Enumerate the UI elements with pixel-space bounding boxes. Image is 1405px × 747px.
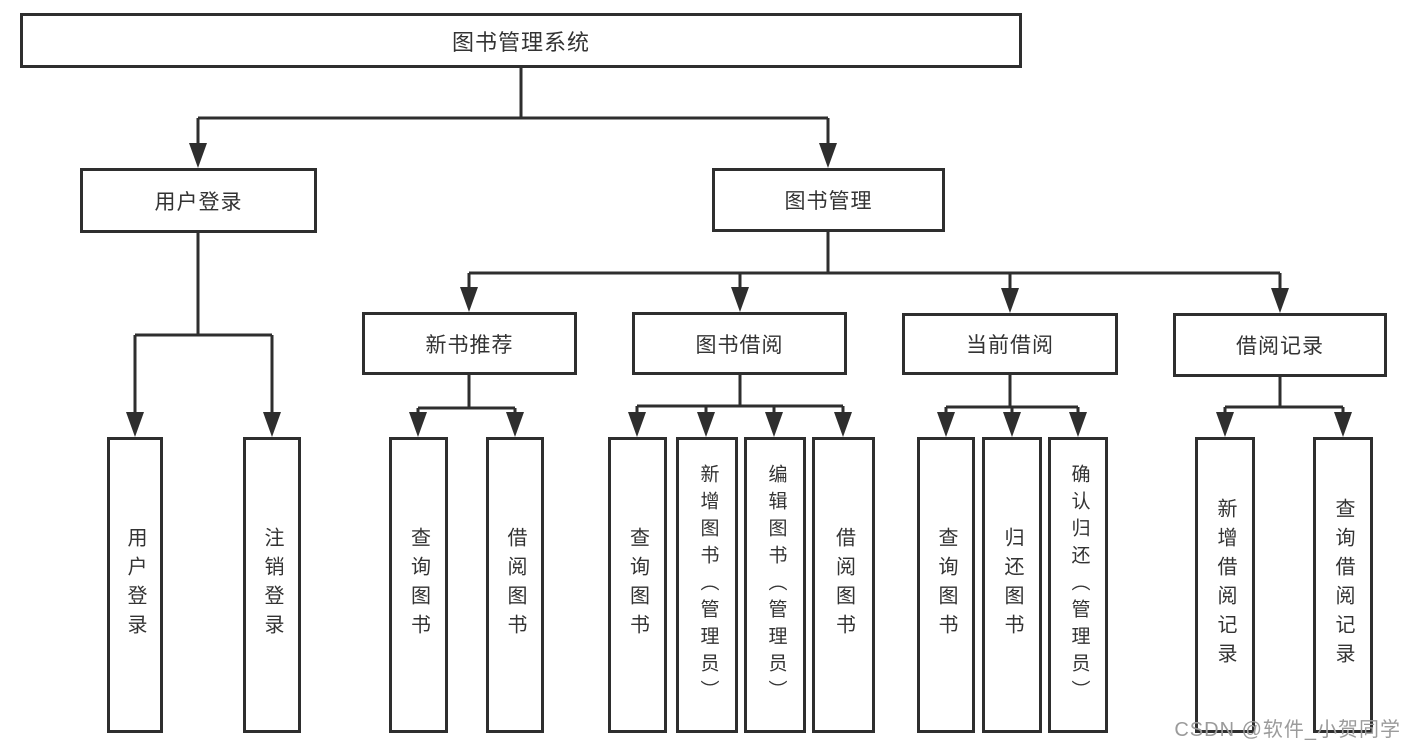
node-label: 图书借阅 [695, 333, 784, 357]
node-label: 编辑图书（管理员） [765, 463, 787, 707]
node-label: 用户登录 [154, 190, 243, 214]
leaf-query-books: 查询图书 [917, 437, 975, 733]
node-label: 借阅图书 [504, 527, 526, 643]
node-label: 图书管理 [784, 190, 873, 213]
node-library-management-system: 图书管理系统 [20, 13, 1022, 68]
leaf-query-books: 查询图书 [608, 437, 667, 733]
node-label: 借阅图书 [832, 527, 855, 643]
node-book-borrowing: 图书借阅 [632, 312, 847, 375]
leaf-confirm-return-admin: 确认归还（管理员） [1048, 437, 1108, 733]
node-label: 查询借阅记录 [1332, 498, 1354, 672]
node-label: 用户登录 [124, 527, 146, 643]
leaf-query-books: 查询图书 [389, 437, 448, 733]
arrowheads [126, 143, 1352, 437]
leaf-edit-books-admin: 编辑图书（管理员） [744, 437, 806, 733]
leaf-borrow-books: 借阅图书 [486, 437, 544, 733]
leaf-return-books: 归还图书 [982, 437, 1042, 733]
node-label: 查询图书 [935, 527, 957, 643]
node-book-management: 图书管理 [712, 168, 945, 232]
node-label: 新书推荐 [425, 333, 514, 357]
node-label: 当前借阅 [966, 334, 1054, 357]
node-label: 查询图书 [626, 527, 649, 643]
node-label: 注销登录 [261, 527, 283, 643]
node-label: 新增图书（管理员） [697, 463, 719, 707]
node-label: 确认归还（管理员） [1068, 463, 1090, 707]
leaf-user-login: 用户登录 [107, 437, 163, 733]
node-label: 图书管理系统 [451, 29, 590, 55]
node-label: 查询图书 [407, 527, 430, 643]
node-label: 新增借阅记录 [1214, 498, 1236, 672]
leaf-add-borrow-record: 新增借阅记录 [1195, 437, 1255, 733]
leaf-query-borrow-record: 查询借阅记录 [1313, 437, 1373, 733]
node-new-book-recommendation: 新书推荐 [362, 312, 577, 375]
csdn-watermark: CSDN @软件_小贺同学 [1174, 719, 1401, 741]
node-borrowing-records: 借阅记录 [1173, 313, 1387, 377]
node-current-borrowing: 当前借阅 [902, 313, 1118, 375]
node-label: 借阅记录 [1236, 335, 1324, 358]
leaf-logout: 注销登录 [243, 437, 301, 733]
leaf-borrow-books: 借阅图书 [812, 437, 875, 733]
node-label: 归还图书 [1001, 527, 1023, 643]
node-user-login: 用户登录 [80, 168, 317, 233]
leaf-add-books-admin: 新增图书（管理员） [676, 437, 738, 733]
